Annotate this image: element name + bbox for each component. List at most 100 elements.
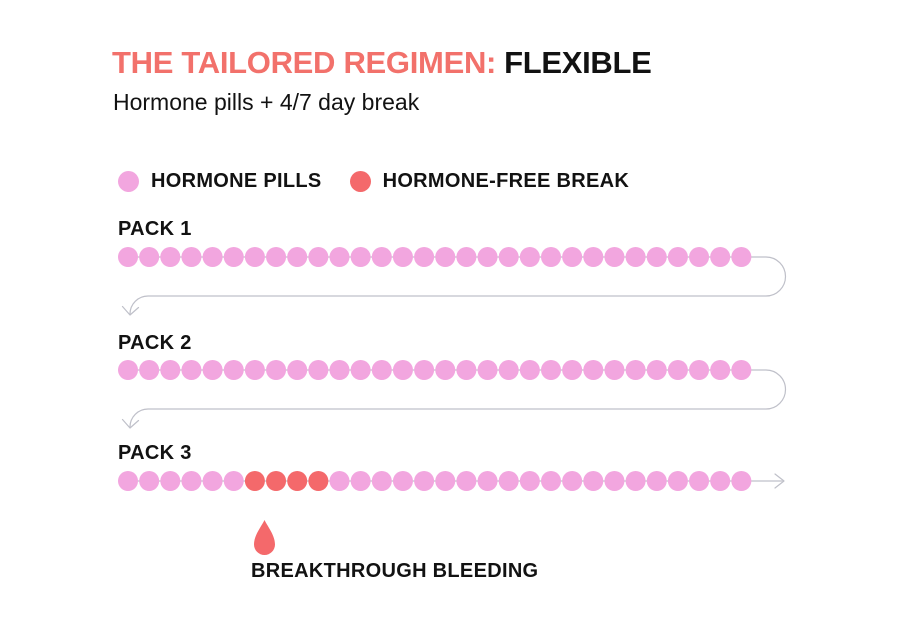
page-title: THE TAILORED REGIMEN:FLEXIBLE	[112, 45, 652, 81]
hormone-pill-dot	[392, 360, 413, 380]
hormone-pill-dot	[329, 247, 350, 267]
legend-item-hormone-free-break: HORMONE-FREE BREAK	[349, 169, 630, 193]
break-pill-dot	[308, 471, 329, 491]
hormone-pill-dot	[456, 247, 477, 267]
hormone-pill-dot	[477, 247, 498, 267]
pack-2-label: PACK 2	[118, 332, 192, 354]
hormone-pill-dot	[223, 471, 244, 491]
hormone-pill-dot	[456, 471, 477, 491]
hormone-pill-dot	[519, 360, 540, 380]
pack-row-1	[118, 247, 787, 316]
title-highlight: THE TAILORED REGIMEN:	[112, 45, 497, 80]
hormone-pill-dot	[160, 247, 181, 267]
hormone-pill-dot	[329, 360, 350, 380]
legend: HORMONE PILLS HORMONE-FREE BREAK	[118, 170, 629, 192]
break-pill-dot	[244, 471, 265, 491]
pack-1-label: PACK 1	[118, 218, 192, 240]
hormone-pill-dot	[583, 247, 604, 267]
blood-drop-icon	[254, 520, 275, 555]
hormone-pill-dot	[710, 471, 731, 491]
hormone-pill-dot	[181, 471, 202, 491]
hormone-pill-dot	[350, 471, 371, 491]
hormone-pill-dot	[625, 247, 646, 267]
hormone-pill-dot	[604, 247, 625, 267]
hormone-pill-dot	[646, 247, 667, 267]
hormone-pill-dot	[350, 247, 371, 267]
arrowhead-down-icon	[121, 305, 140, 316]
title-rest: FLEXIBLE	[504, 45, 652, 80]
break-pill-dot	[287, 471, 308, 491]
hormone-pill-dot	[223, 247, 244, 267]
wrap-arrow	[127, 256, 787, 315]
hormone-pill-dot	[689, 471, 710, 491]
breakthrough-bleeding-label: BREAKTHROUGH BLEEDING	[251, 560, 539, 582]
hormone-pill-dot	[435, 360, 456, 380]
pack-3-label: PACK 3	[118, 442, 192, 464]
legend-item-hormone-pills: HORMONE PILLS	[118, 170, 322, 193]
hormone-pill-dot	[583, 471, 604, 491]
hormone-pill-dot	[308, 247, 329, 267]
hormone-pill-dot	[308, 360, 329, 380]
hormone-pill-dot	[583, 360, 604, 380]
hormone-pill-dot	[139, 471, 160, 491]
break-pill-dot	[266, 471, 287, 491]
hormone-pill-dot	[202, 247, 223, 267]
hormone-pill-dot	[435, 471, 456, 491]
hormone-pill-dot	[139, 360, 160, 380]
hormone-pill-dot	[498, 360, 519, 380]
hormone-pill-dot	[498, 471, 519, 491]
hormone-pill-dot	[202, 360, 223, 380]
hormone-pill-dot	[223, 360, 244, 380]
hormone-pill-dot	[392, 247, 413, 267]
hormone-pill-dot	[266, 360, 287, 380]
hormone-pill-dot	[562, 471, 583, 491]
hormone-pill-dot	[329, 471, 350, 491]
hormone-pill-dot	[498, 247, 519, 267]
hormone-pill-dot	[667, 247, 688, 267]
hormone-pill-dot-icon	[118, 170, 139, 192]
hormone-pill-dot	[350, 360, 371, 380]
legend-label: HORMONE-FREE BREAK	[382, 169, 630, 192]
hormone-pill-dot	[604, 471, 625, 491]
hormone-pill-dot	[181, 360, 202, 380]
hormone-pill-dot	[266, 247, 287, 267]
hormone-pill-dot	[244, 360, 265, 380]
hormone-pill-dot	[371, 471, 392, 491]
hormone-pill-dot	[541, 471, 561, 491]
hormone-pill-dot	[414, 247, 435, 267]
break-dot-icon	[349, 170, 371, 192]
hormone-pill-dot	[118, 471, 138, 491]
hormone-pill-dot	[118, 360, 138, 380]
hormone-pill-dot	[519, 247, 540, 267]
hormone-pill-dot	[625, 471, 646, 491]
pack-row-2	[118, 360, 787, 429]
hormone-pill-dot	[710, 247, 731, 267]
hormone-pill-dot	[181, 247, 202, 267]
subtitle: Hormone pills + 4/7 day break	[113, 89, 420, 115]
hormone-pill-dot	[710, 360, 731, 380]
hormone-pill-dot	[541, 247, 561, 267]
hormone-pill-dot	[392, 471, 413, 491]
hormone-pill-dot	[477, 360, 498, 380]
hormone-pill-dot	[541, 360, 561, 380]
hormone-pill-dot	[287, 360, 308, 380]
pack-row-3	[118, 471, 785, 491]
hormone-pill-dot	[562, 360, 583, 380]
hormone-pill-dot	[731, 471, 752, 491]
hormone-pill-dot	[646, 360, 667, 380]
packs-layer	[118, 247, 787, 491]
hormone-pill-dot	[519, 471, 540, 491]
hormone-pill-dot	[435, 247, 456, 267]
hormone-pill-dot	[287, 247, 308, 267]
hormone-pill-dot	[562, 247, 583, 267]
hormone-pill-dot	[371, 247, 392, 267]
hormone-pill-dot	[371, 360, 392, 380]
wrap-arrow	[127, 369, 787, 428]
hormone-pill-dot	[477, 471, 498, 491]
hormone-pill-dot	[625, 360, 646, 380]
hormone-pill-dot	[244, 247, 265, 267]
hormone-pill-dot	[414, 360, 435, 380]
hormone-pill-dot	[160, 471, 181, 491]
hormone-pill-dot	[731, 247, 752, 267]
